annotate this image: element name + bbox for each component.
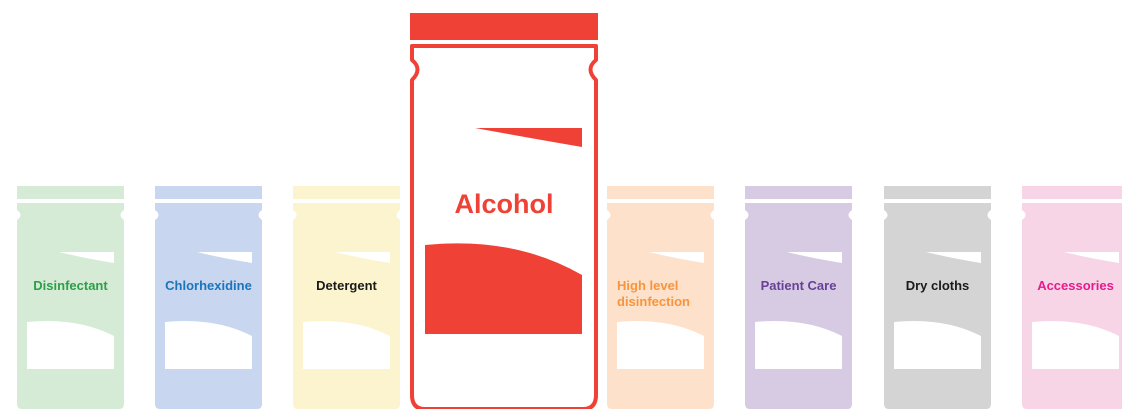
selected-jar-upper-stripe xyxy=(475,128,582,147)
jar-upper-stripe xyxy=(787,252,842,263)
jar-label-dry-cloths: Dry cloths xyxy=(905,278,970,293)
selected-jar-lower-band xyxy=(425,243,582,334)
jar-high-level-disinfection[interactable]: High level disinfection xyxy=(607,186,714,409)
jar-label-detergent: Detergent xyxy=(316,278,377,293)
jar-lower-band xyxy=(27,320,114,369)
jar-icon xyxy=(1022,186,1122,409)
selected-jar-outline xyxy=(410,44,598,409)
jar-icon xyxy=(607,186,714,409)
jar-lid xyxy=(17,186,124,199)
jar-body xyxy=(884,203,991,409)
jar-patient-care[interactable]: Patient Care xyxy=(745,186,852,409)
jar-body xyxy=(293,203,400,409)
jar-lid xyxy=(1022,186,1122,199)
jar-chlorhexidine[interactable]: Chlorhexidine xyxy=(155,186,262,409)
jar-label-accessories: Accessories xyxy=(1037,278,1114,293)
jar-lower-band xyxy=(1032,320,1119,369)
jar-lower-band xyxy=(303,320,390,369)
jar-lower-band xyxy=(165,320,252,369)
jar-disinfectant[interactable]: Disinfectant xyxy=(17,186,124,409)
jar-body xyxy=(745,203,852,409)
jar-upper-stripe xyxy=(1064,252,1119,263)
jar-lower-band xyxy=(894,320,981,369)
jar-lid xyxy=(155,186,262,199)
jar-upper-stripe xyxy=(926,252,981,263)
jar-lid xyxy=(293,186,400,199)
jar-body xyxy=(1022,203,1122,409)
jar-icon xyxy=(884,186,991,409)
jar-upper-stripe xyxy=(59,252,114,263)
jar-lid xyxy=(884,186,991,199)
jar-lower-band xyxy=(617,320,704,369)
jar-lid xyxy=(745,186,852,199)
jar-icon xyxy=(155,186,262,409)
jar-label-alcohol: Alcohol xyxy=(454,189,554,219)
jar-detergent[interactable]: Detergent xyxy=(293,186,400,409)
selected-jar-lid xyxy=(410,13,598,40)
jar-label-high-level-disinfection: High level disinfection xyxy=(617,278,690,309)
jar-label-chlorhexidine: Chlorhexidine xyxy=(165,278,252,293)
selected-jar-icon xyxy=(410,13,598,409)
jar-upper-stripe xyxy=(197,252,252,263)
jar-lid xyxy=(607,186,714,199)
jar-label-patient-care: Patient Care xyxy=(760,278,837,293)
jar-dry-cloths[interactable]: Dry cloths xyxy=(884,186,991,409)
jar-icon xyxy=(293,186,400,409)
jar-accessories[interactable]: Accessories xyxy=(1022,186,1122,409)
jar-lower-band xyxy=(755,320,842,369)
jar-body xyxy=(155,203,262,409)
jar-upper-stripe xyxy=(335,252,390,263)
jar-body xyxy=(17,203,124,409)
jar-icon xyxy=(17,186,124,409)
jar-label-disinfectant: Disinfectant xyxy=(33,278,108,293)
jar-upper-stripe xyxy=(649,252,704,263)
jar-icon xyxy=(745,186,852,409)
jar-alcohol[interactable]: Alcohol xyxy=(408,13,600,409)
